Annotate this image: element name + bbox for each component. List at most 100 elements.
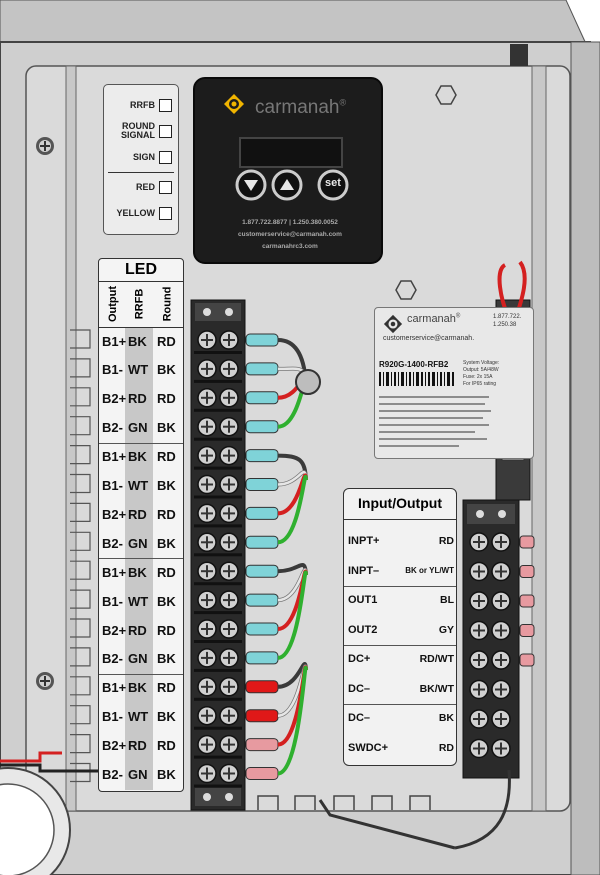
set-button[interactable]: set	[325, 177, 341, 189]
indicator-label: RRFB	[130, 99, 155, 110]
led-cell: B1+	[102, 333, 127, 349]
terminal-separator	[194, 351, 242, 354]
io-row: INPT+RD	[348, 527, 454, 555]
cable-slot	[257, 795, 279, 810]
wire-clip	[70, 502, 91, 522]
io-row: INPT–BK or YL/WT	[348, 557, 454, 585]
crimp-lug	[245, 420, 279, 434]
crimp-lug	[245, 738, 279, 752]
led-cell: BK	[128, 564, 147, 580]
product-label-spec: Output: 5A/48W	[463, 367, 499, 373]
wire-clip	[70, 329, 91, 349]
led-cell: B1-	[102, 709, 123, 725]
controller-panel: carmanah® set 1.877.722.8877 | 1.250.380…	[193, 77, 383, 264]
terminal-separator	[194, 784, 242, 788]
led-cell: WT	[128, 478, 149, 493]
wire-clip	[70, 560, 91, 580]
indicator-label: ROUND SIGNAL	[120, 121, 155, 140]
input-wire-black	[0, 763, 100, 773]
terminal-end-cap	[195, 303, 241, 321]
indicator-row-rrfb: RRFB	[104, 95, 178, 115]
output-wire	[454, 769, 511, 850]
down-arrow-icon[interactable]	[237, 171, 265, 199]
controller-email: customerservice@carmanah.com	[238, 231, 342, 238]
cable-slot	[294, 795, 316, 810]
crimp-lug	[519, 594, 535, 608]
indicator-checkbox	[159, 206, 172, 220]
led-group-divider	[99, 442, 183, 444]
mount-hole-icon	[225, 793, 233, 801]
crimp-lug	[245, 593, 279, 607]
crimp-lug	[245, 506, 279, 520]
wire	[277, 665, 308, 776]
product-label-model: R920G-1400-RFB2	[379, 360, 449, 369]
controller-website: carmanahrc3.com	[262, 243, 318, 250]
io-wire-color: RD	[438, 741, 454, 754]
wire-clip	[70, 705, 91, 725]
terminal-separator	[194, 495, 242, 499]
hex-nut-icon	[395, 280, 417, 300]
led-cell: BK	[157, 478, 176, 493]
crimp-lug	[519, 653, 535, 667]
up-arrow-icon[interactable]	[273, 171, 301, 199]
led-cell: WT	[128, 593, 149, 609]
product-label-brand: carmanah®	[407, 313, 461, 325]
mount-hole-icon	[498, 510, 506, 518]
terminal-end-cap	[467, 504, 515, 524]
product-label-spec: For IP65 rating	[463, 381, 497, 387]
terminal-separator	[194, 466, 242, 470]
indicator-row-yellow: YELLOW	[104, 203, 178, 223]
crimp-lug	[519, 565, 535, 578]
led-cell: RD	[157, 680, 176, 696]
crimp-lug	[245, 767, 279, 780]
cable-slot	[409, 795, 431, 810]
led-cell: GN	[128, 535, 148, 551]
grommet-icon	[295, 369, 321, 395]
led-group-divider	[99, 673, 183, 675]
wire-clip	[70, 531, 91, 551]
crimp-lug	[245, 651, 279, 665]
led-cell: BK	[157, 709, 176, 725]
led-cell: BK	[157, 651, 176, 667]
cable-slot	[333, 795, 355, 810]
indicator-checkbox	[159, 124, 172, 138]
crimp-lug	[519, 624, 535, 637]
terminal-separator	[194, 755, 242, 759]
io-wire-color: BK/WT	[419, 682, 454, 695]
led-cell: B1-	[102, 362, 123, 378]
led-cell: WT	[128, 362, 149, 378]
led-cell: B2-	[102, 651, 123, 667]
bottom-cable-slots	[257, 795, 431, 810]
carmanah-logo-icon	[224, 94, 244, 114]
led-cell: BK	[157, 767, 176, 782]
screw-icon	[36, 672, 54, 690]
left-terminal-screws	[194, 330, 242, 788]
indicator-divider	[108, 172, 174, 173]
indicator-row-sign: SIGN	[104, 147, 178, 167]
mount-hole-icon	[225, 308, 233, 316]
led-cell: BK	[157, 420, 176, 436]
product-label-spec: Fuse: 2x 15A	[463, 374, 493, 380]
led-cell: GN	[128, 420, 148, 436]
crimp-lug	[245, 622, 279, 636]
terminal-separator	[194, 726, 242, 730]
led-cell: RD	[128, 506, 147, 522]
wire-clip	[70, 445, 91, 465]
led-cell: RD	[157, 449, 176, 465]
terminal-separator	[194, 640, 242, 643]
led-header-output: Output	[107, 285, 120, 323]
product-label-spec: System Voltage:	[463, 360, 500, 366]
led-cell: RD	[128, 622, 147, 638]
indicator-label: SIGN	[132, 151, 155, 162]
conduit-knockout	[0, 767, 71, 875]
led-cell: RD	[157, 564, 176, 580]
led-cell: B1+	[102, 564, 127, 580]
din-rail-left	[65, 65, 77, 812]
io-wire-color: GY	[438, 623, 454, 636]
mount-hole-icon	[203, 308, 211, 316]
led-cell: BK	[157, 362, 176, 378]
led-cell: RD	[157, 622, 176, 638]
led-header-divider	[99, 327, 183, 328]
